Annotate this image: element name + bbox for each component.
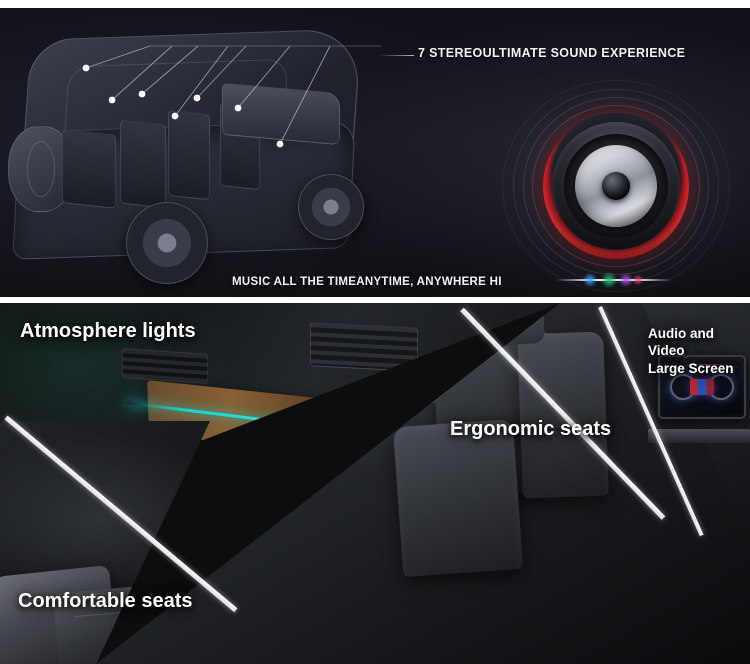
label-line-1: Audio and Video <box>648 326 714 359</box>
audio-headline: 7 STEREOULTIMATE SOUND EXPERIENCE <box>418 46 686 60</box>
rear-entertainment-screen <box>658 355 746 419</box>
speaker-graphic <box>491 71 741 297</box>
waveform-blob <box>600 272 618 288</box>
air-vent <box>310 322 418 372</box>
screen-display <box>663 360 741 414</box>
callout-dot <box>138 90 146 98</box>
interior-feature-panel <box>0 303 750 664</box>
label-audio-video-screen: Audio and Video Large Screen <box>648 325 748 377</box>
headline-leader-line <box>381 55 414 56</box>
rear-seat <box>392 418 524 578</box>
car-wheel <box>298 174 364 240</box>
audio-caption: MUSIC ALL THE TIMEANYTIME, ANYWHERE HI <box>232 276 502 288</box>
screen-arc-graphic <box>675 364 739 374</box>
callout-dot <box>193 94 201 102</box>
car-wheel <box>126 202 208 284</box>
callout-dot <box>276 140 284 148</box>
audio-feature-panel: 7 STEREOULTIMATE SOUND EXPERIENCE MUSIC … <box>0 8 750 297</box>
screen-center-widget <box>690 379 714 395</box>
label-atmosphere-lights: Atmosphere lights <box>20 320 196 342</box>
speaker-callout-markers <box>82 45 381 148</box>
label-line-2: Large Screen <box>648 360 734 376</box>
seatback-shelf <box>648 429 750 443</box>
sound-wave-ring <box>532 105 700 267</box>
callout-dot <box>234 104 242 112</box>
section-divider <box>0 297 750 303</box>
waveform-blob <box>582 273 598 287</box>
callout-dot <box>171 112 179 120</box>
xray-car-illustration <box>8 26 380 288</box>
callout-dot <box>82 64 90 72</box>
callout-dot <box>108 96 116 104</box>
air-vent <box>122 347 208 385</box>
speaker-dust-cap <box>602 172 630 200</box>
waveform-blob <box>618 273 634 287</box>
label-ergonomic-seats: Ergonomic seats <box>450 418 612 440</box>
sound-wave-ring <box>502 80 730 292</box>
waveform-blob <box>632 274 644 286</box>
label-comfortable-seats: Comfortable seats <box>18 590 193 612</box>
audio-waveform-icon <box>556 272 672 288</box>
